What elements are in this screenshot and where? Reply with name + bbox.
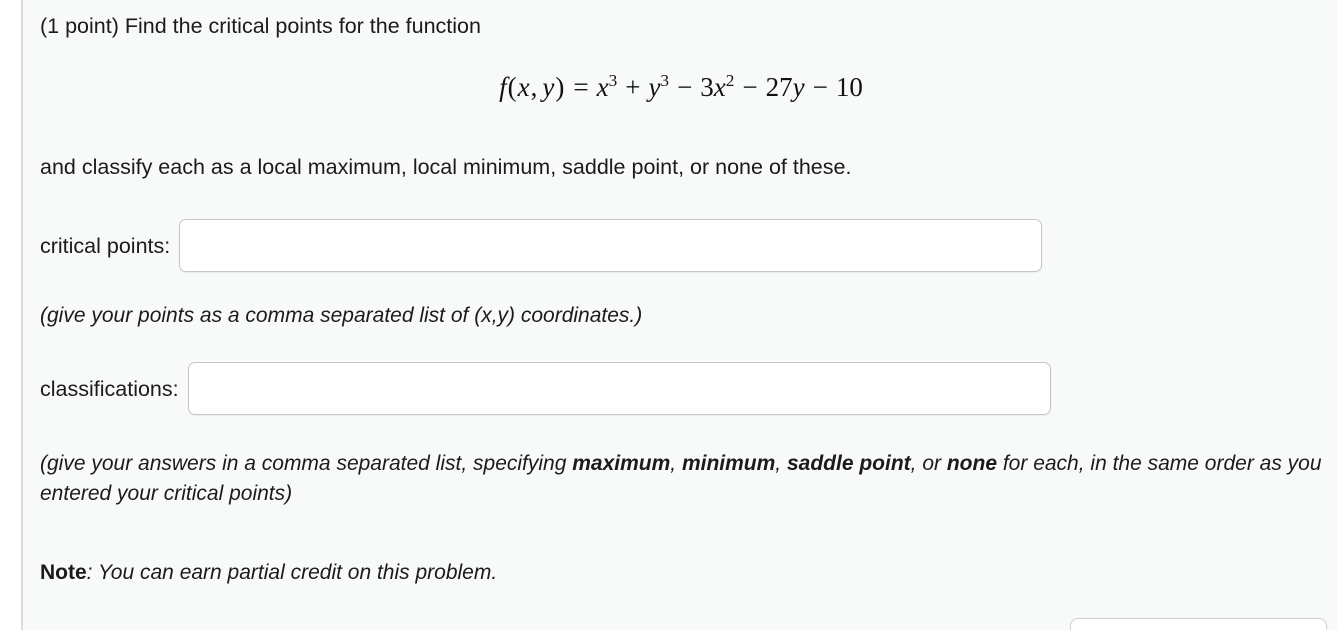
classifications-hint: (give your answers in a comma separated …: [40, 449, 1330, 509]
problem-prompt: (1 point) Find the critical points for t…: [40, 14, 481, 38]
submit-answers-button[interactable]: [1070, 618, 1327, 630]
formula-minus-3: −: [812, 72, 828, 102]
formula-var-x: x: [517, 72, 530, 102]
formula-comma: ,: [530, 72, 538, 102]
formula-term3-coefficient: 3: [700, 72, 714, 102]
hint-keyword-maximum: maximum: [572, 452, 671, 475]
formula-var-y: y: [542, 72, 555, 102]
problem-panel: (1 point) Find the critical points for t…: [21, 0, 1337, 630]
formula-constant-term: 10: [835, 72, 863, 102]
formula-close-paren: ): [555, 72, 565, 102]
classifications-label: classifications:: [40, 376, 179, 401]
critical-points-row: critical points:: [40, 219, 1043, 272]
hint-keyword-minimum: minimum: [681, 452, 776, 475]
classify-instruction: and classify each as a local maximum, lo…: [40, 155, 852, 179]
formula-term1-base: x: [596, 72, 609, 102]
hint-separator-3: , or: [910, 452, 947, 475]
formula-term3-base: x: [713, 72, 726, 102]
classifications-row: classifications:: [40, 362, 1051, 415]
formula-f: f: [499, 72, 507, 102]
hint-text-part-2: for each, in the same order as you enter…: [40, 452, 1322, 505]
classifications-input[interactable]: [187, 362, 1051, 415]
hint-keyword-saddle-point: saddle point: [786, 452, 911, 475]
hint-separator-2: ,: [775, 452, 787, 475]
critical-points-input[interactable]: [179, 219, 1043, 272]
formula-equals: =: [573, 72, 589, 102]
formula-open-paren: (: [507, 72, 517, 102]
critical-points-label: critical points:: [40, 233, 171, 258]
critical-points-hint: (give your points as a comma separated l…: [40, 304, 643, 327]
formula-plus: +: [625, 72, 641, 102]
note-text: : You can earn partial credit on this pr…: [86, 561, 498, 584]
formula-term4-coefficient: 27: [765, 72, 793, 102]
formula-minus-1: −: [677, 72, 693, 102]
partial-credit-note: Note: You can earn partial credit on thi…: [40, 558, 497, 588]
hint-text-part-1: (give your answers in a comma separated …: [40, 452, 573, 475]
formula-term1-exponent: 3: [608, 71, 618, 90]
hint-keyword-none: none: [946, 452, 998, 475]
formula-term3-exponent: 2: [725, 71, 735, 90]
note-label: Note: [40, 561, 87, 584]
function-formula: f(x,y)=x3+y3−3x2−27y−10: [23, 72, 1337, 103]
formula-term4-base: y: [792, 72, 805, 102]
hint-separator-1: ,: [670, 452, 682, 475]
formula-term2-base: y: [648, 72, 661, 102]
formula-minus-2: −: [742, 72, 758, 102]
formula-term2-exponent: 3: [660, 71, 670, 90]
